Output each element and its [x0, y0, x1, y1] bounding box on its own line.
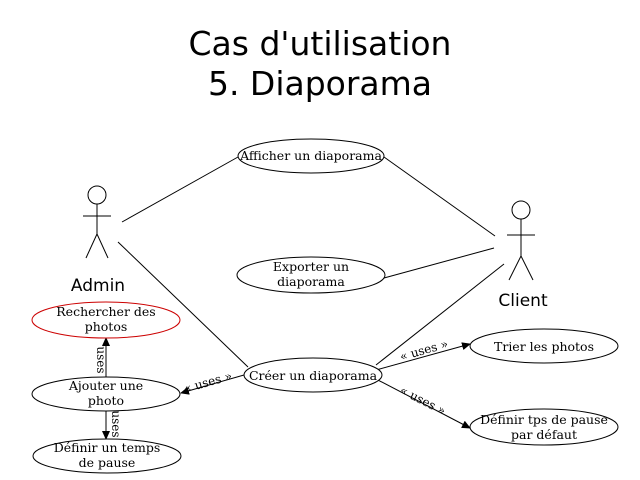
- admin-creer-association: [117, 241, 249, 368]
- client-actor: [507, 200, 535, 281]
- uses-label-creer-ajouter: « uses »: [182, 369, 233, 396]
- uses-label-creer-trier: « uses »: [398, 337, 449, 364]
- use-case-afficher-diaporama: Afficher un diaporama: [237, 138, 385, 174]
- admin-actor: [83, 185, 111, 259]
- uses-label-creer-definir-tps: « uses »: [398, 383, 448, 418]
- use-case-exporter-label-line-1: Exporter un: [273, 259, 349, 274]
- use-case-definir-tps-defaut: Définir tps de pause par défaut: [469, 408, 619, 446]
- admin-afficher-association: [121, 156, 239, 223]
- use-case-exporter-label-line-2: diaporama: [277, 274, 345, 289]
- diagram-title-line-1: Cas d'utilisation: [188, 24, 452, 63]
- use-case-definir-tps-label-line-1: Définir tps de pause: [480, 412, 608, 427]
- use-case-ajouter-label-line-2: photo: [88, 393, 124, 408]
- diagram-title-line-2: 5. Diaporama: [207, 64, 433, 103]
- uses-arrow-creer-ajouter: [180, 374, 245, 395]
- use-case-exporter-diaporama: Exporter un diaporama: [236, 256, 386, 294]
- client-afficher-association: [383, 156, 496, 237]
- use-case-creer-diaporama: Créer un diaporama: [243, 357, 383, 393]
- use-case-definir-temps-pause: Définir un temps de pause: [32, 438, 182, 474]
- use-case-rechercher-label-line-1: Rechercher des: [56, 304, 155, 319]
- use-case-definir-temps-label-line-1: Définir un temps: [54, 440, 161, 455]
- use-case-rechercher-label-line-2: photos: [85, 319, 128, 334]
- use-case-trier-photos: Trier les photos: [469, 328, 619, 364]
- use-case-trier-label: Trier les photos: [494, 339, 594, 354]
- use-case-creer-label: Créer un diaporama: [249, 368, 378, 383]
- use-case-definir-tps-label-line-2: par défaut: [511, 427, 577, 442]
- use-case-ajouter-label-line-1: Ajouter une: [68, 378, 143, 393]
- uses-arrow-creer-definir-tps: [375, 378, 471, 429]
- use-case-rechercher-photos: Rechercher des photos: [31, 301, 181, 339]
- client-creer-association: [375, 263, 505, 366]
- client-exporter-association: [383, 247, 495, 279]
- client-actor-label: Client: [498, 291, 548, 311]
- use-case-definir-temps-label-line-2: de pause: [79, 455, 136, 470]
- uses-arrow-creer-trier: [375, 342, 471, 371]
- use-case-afficher-label: Afficher un diaporama: [239, 148, 382, 163]
- admin-actor-label: Admin: [71, 276, 125, 296]
- uses-label-ajouter-rechercher: uses: [94, 346, 108, 373]
- use-case-ajouter-photo: Ajouter une photo: [31, 376, 181, 412]
- uses-label-ajouter-definir-temps: uses: [109, 410, 123, 437]
